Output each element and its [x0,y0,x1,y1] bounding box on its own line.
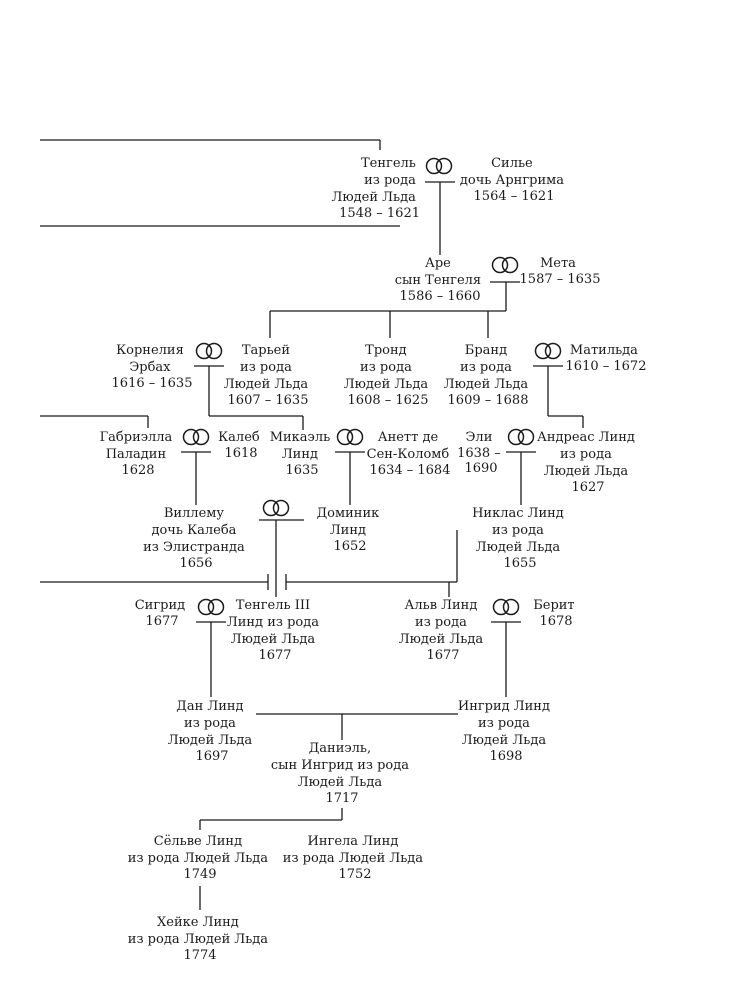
person-kaleb: Калеб 1618 [218,430,264,461]
wedding-rings-icon [492,598,520,616]
person-eli: Эли 1638 – 1690 [457,430,505,476]
person-selve: Сёльве Линд из рода Людей Льда 1749 [128,834,272,882]
tree-connectors [40,139,584,910]
person-tengel: Тенгель из рода Людей Льда 1548 – 1621 [332,156,420,221]
person-sigrid: Сигрид 1677 [135,598,190,629]
wedding-rings-icon [197,598,225,616]
person-silje: Силье дочь Арнгрима 1564 – 1621 [460,156,568,204]
wedding-rings-icon [336,428,364,446]
person-tengel-iii: Тенгель III Линд из рода Людей Льда 1677 [227,598,323,663]
person-mikael: Микаэль Линд 1635 [270,430,335,478]
person-berit: Берит 1678 [533,598,579,629]
person-kornelia: Корнелия Эрбах 1616 – 1635 [112,343,193,391]
person-niklas: Никлас Линд из рода Людей Льда 1655 [472,506,568,571]
person-dominik: Доминик Линд 1652 [317,506,384,554]
person-dan: Дан Линд из рода Людей Льда 1697 [168,699,256,764]
person-brand: Бранд из рода Людей Льда 1609 – 1688 [444,343,532,408]
person-villemu: Виллему дочь Калеба из Элистранда 1656 [143,506,249,571]
person-daniel: Даниэль, сын Ингрид из рода Людей Льда 1… [271,741,413,806]
person-matilda: Матильда 1610 – 1672 [566,343,647,374]
person-andreas: Андреас Линд из рода Людей Льда 1627 [537,430,639,495]
marriage-icons [182,157,562,616]
wedding-rings-icon [491,256,519,274]
person-gabriella: Габриэлла Паладин 1628 [100,430,177,478]
person-ingrid: Ингрид Линд из рода Людей Льда 1698 [458,699,554,764]
person-taryei: Тарьей из рода Людей Льда 1607 – 1635 [224,343,312,408]
person-heike: Хейке Линд из рода Людей Льда 1774 [128,915,272,963]
person-are: Аре сын Тенгеля 1586 – 1660 [395,256,486,304]
wedding-rings-icon [425,157,453,175]
person-meta: Мета 1587 – 1635 [520,256,601,287]
wedding-rings-icon [534,342,562,360]
wedding-rings-icon [195,342,223,360]
wedding-rings-icon [507,428,535,446]
person-trond: Тронд из рода Людей Льда 1608 – 1625 [344,343,432,408]
person-alv: Альв Линд из рода Людей Льда 1677 [399,598,487,663]
person-anette: Анетт де Сен-Коломб 1634 – 1684 [367,430,454,478]
person-ingela: Ингела Линд из рода Людей Льда 1752 [283,834,427,882]
wedding-rings-icon [182,428,210,446]
wedding-rings-icon [262,499,290,517]
